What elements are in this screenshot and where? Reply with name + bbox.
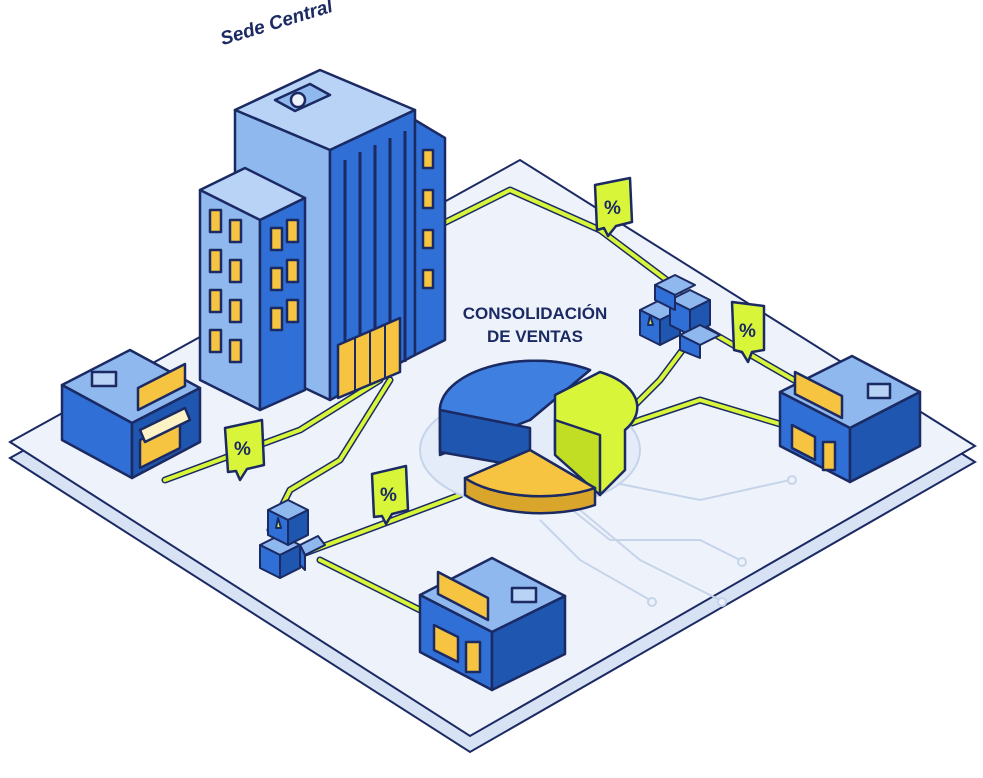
discount-badge-left: % (223, 418, 266, 482)
badge-label: % (234, 439, 251, 460)
badge-label: % (739, 321, 756, 342)
headquarters-building (198, 68, 447, 412)
badge-label: % (380, 485, 397, 506)
consolidation-title-line1: CONSOLIDACIÓN (462, 304, 608, 323)
package-stack-upper (639, 274, 721, 359)
badge-label: % (604, 198, 621, 219)
consolidated-sales-pie (419, 359, 641, 515)
discount-badge-right: % (730, 300, 766, 364)
store-left (60, 348, 202, 480)
store-right (778, 354, 922, 484)
discount-badge-top: % (593, 176, 634, 238)
discount-badge-center: % (370, 464, 410, 526)
consolidation-title-line2: DE VENTAS (486, 327, 584, 346)
store-bottom (418, 556, 567, 692)
package-stack-lower (259, 499, 326, 579)
circuit-traces (539, 475, 797, 607)
consolidation-title: CONSOLIDACIÓN DE VENTAS (430, 302, 640, 348)
